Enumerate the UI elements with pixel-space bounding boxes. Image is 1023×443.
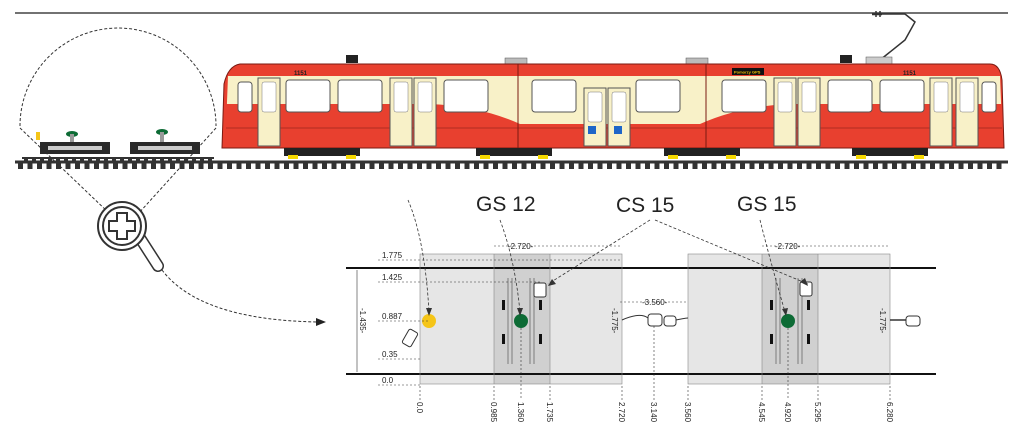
label-cs15: CS 15: [616, 194, 674, 217]
tram-vehicle: Pomorzy GPS 1151 1151: [221, 55, 1005, 159]
dim-mid: -3.560-: [642, 298, 668, 307]
pointer-arrows: [407, 199, 809, 313]
y-tick-label: 0.887: [382, 312, 403, 321]
x-tick-label: 0.985: [489, 402, 498, 423]
x-tick-label: 5.295: [813, 402, 822, 423]
x-tick-label: 0.0: [415, 402, 424, 414]
y-tick-label: 1.775: [382, 251, 403, 260]
pantograph: [872, 11, 916, 61]
x-tick-label: 4.545: [757, 402, 766, 423]
x-tick-label: 3.560: [683, 402, 692, 423]
destination-display: Pomorzy GPS: [734, 70, 761, 75]
y-tick-labels: 1.775 1.425 0.887 0.35 0.0: [382, 251, 403, 385]
fleet-number-rear: 1151: [903, 71, 917, 77]
x-tick-label: 2.720: [617, 402, 626, 423]
dim-vertical-left: -1.435-: [358, 308, 367, 334]
tram-bogies: [284, 148, 928, 159]
x-tick-label: 1.735: [545, 402, 554, 423]
fleet-number-front: 1151: [294, 71, 308, 77]
y-tick-label: 0.35: [382, 350, 398, 359]
dimension-lines: [356, 245, 891, 400]
dim-vertical-right: -1.775-: [878, 308, 887, 334]
zoom-in-icon: [97, 201, 164, 272]
sensor-green-icon: [514, 314, 528, 328]
x-tick-labels: 0.0 0.985 1.360 1.735 2.720 3.140 3.560 4.545 4.…: [415, 402, 894, 423]
y-tick-label: 0.0: [382, 376, 394, 385]
rail-track: [15, 160, 1008, 169]
x-tick-label: 6.280: [885, 402, 894, 423]
sensor-green-icon: [781, 314, 795, 328]
dim-vertical-mid: -1.775-: [610, 308, 619, 334]
dim-top-a: -2.720-: [508, 242, 534, 251]
x-tick-label: 1.360: [516, 402, 525, 423]
x-tick-label: 4.920: [783, 402, 792, 423]
x-tick-label: 3.140: [649, 402, 658, 423]
label-gs12: GS 12: [476, 193, 536, 216]
sensor-yellow-icon: [422, 314, 436, 328]
y-tick-label: 1.425: [382, 273, 403, 282]
dim-top-b: -2.720-: [775, 242, 801, 251]
label-gs15: GS 15: [737, 193, 797, 216]
magnified-rail-detail: [22, 129, 214, 163]
magnifier-callout: [19, 27, 319, 323]
